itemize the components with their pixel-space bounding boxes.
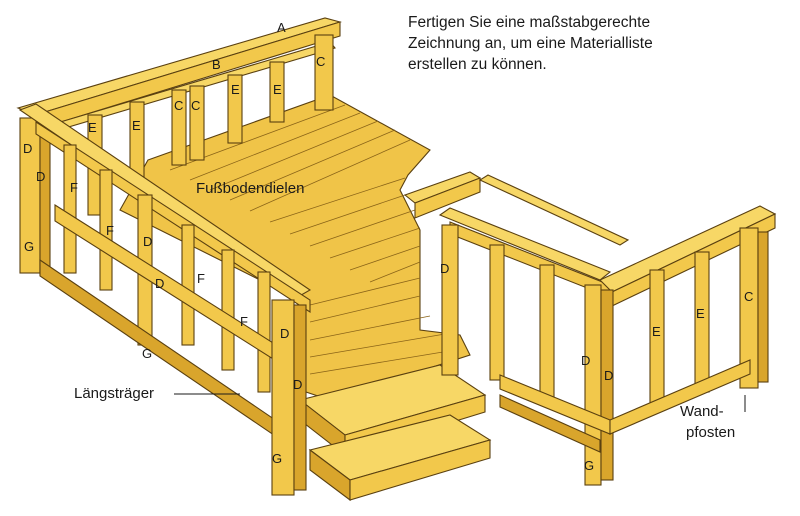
caption-text: Fertigen Sie eine maßstabgerechte Zeichn…	[408, 12, 788, 75]
wandpfosten-callout: Wand- pfosten	[680, 395, 746, 441]
label-E-back3: E	[231, 82, 240, 97]
label-D-right2: D	[581, 353, 590, 368]
label-D-left4: D	[155, 276, 164, 291]
label-A: A	[277, 20, 286, 35]
label-F-left3: F	[197, 271, 205, 286]
deck-floor	[119, 94, 471, 401]
label-C-back: C	[316, 54, 325, 69]
label-G-right: G	[584, 458, 594, 473]
label-wandpfosten-1: Wand-	[680, 403, 724, 420]
right-railing	[403, 171, 777, 486]
label-C-mid1: C	[174, 98, 183, 113]
label-D-right3: D	[604, 368, 613, 383]
label-fussbodendielen: Fußbodendielen	[196, 180, 304, 197]
label-G-left1: G	[24, 239, 34, 254]
label-C-right: C	[744, 289, 753, 304]
label-F-left4: F	[240, 314, 248, 329]
steps	[298, 364, 492, 502]
label-G-left2: G	[142, 346, 152, 361]
label-B: B	[212, 57, 221, 72]
label-D-left6: D	[293, 377, 302, 392]
label-D-right1: D	[440, 261, 449, 276]
label-G-left3: G	[272, 451, 282, 466]
label-C-mid2: C	[191, 98, 200, 113]
label-F-left2: F	[106, 223, 114, 238]
label-wandpfosten-2: pfosten	[686, 424, 735, 441]
caption-line-1: Fertigen Sie eine maßstabgerechte	[408, 14, 651, 31]
caption-line-2: Zeichnung an, um eine Materialliste	[408, 35, 653, 52]
diagram-labels: A B C C C E E E E D D F F D D F F D D G …	[23, 20, 753, 473]
label-E-right1: E	[652, 324, 661, 339]
label-D-left5: D	[280, 326, 289, 341]
caption-line-3: erstellen zu können.	[408, 56, 547, 73]
back-railing	[16, 17, 343, 216]
label-E-right2: E	[696, 306, 705, 321]
label-D-left3: D	[143, 234, 152, 249]
label-E-back4: E	[273, 82, 282, 97]
label-laengstraeger: Längsträger	[74, 385, 154, 402]
left-railing	[18, 103, 312, 496]
label-F-left1: F	[70, 180, 78, 195]
label-D-left1: D	[23, 141, 32, 156]
label-D-left2: D	[36, 169, 45, 184]
label-E-back2: E	[132, 118, 141, 133]
laengstraeger-callout: Längsträger	[74, 385, 240, 402]
label-E-back1: E	[88, 120, 97, 135]
